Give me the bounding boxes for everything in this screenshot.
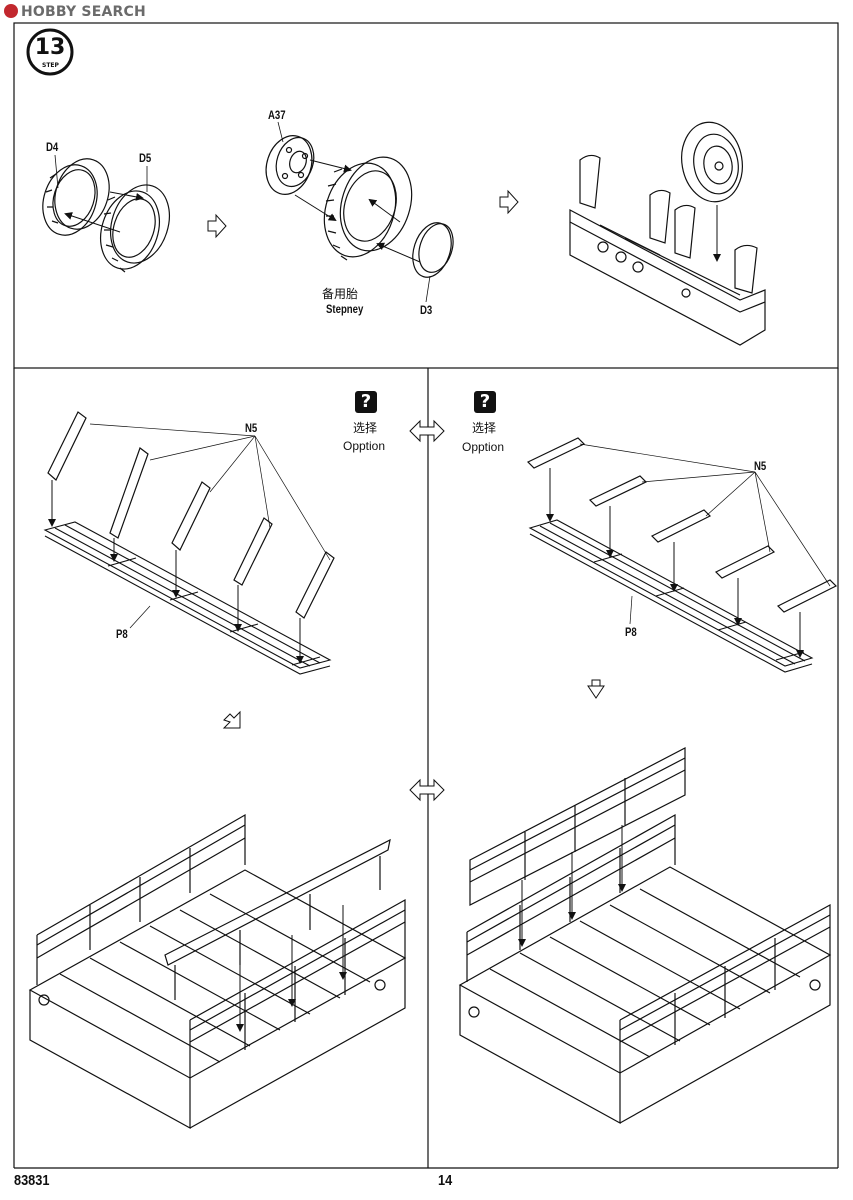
spare-tire	[323, 156, 413, 261]
label-d4: D4	[46, 140, 59, 154]
option-question-icon-2: ?	[474, 391, 496, 413]
tire-d5	[100, 184, 170, 273]
mounted-spare-tire	[681, 121, 743, 203]
label-p8-left: P8	[116, 627, 128, 641]
leader-a37	[277, 121, 284, 143]
rim-d3	[412, 222, 454, 278]
spare-tire-carrier	[569, 154, 766, 346]
option-label-en: Opption	[343, 439, 386, 453]
cargo-bed-option-b	[458, 747, 832, 1125]
hub-a37	[265, 135, 315, 195]
leaders-n5-option-a	[89, 423, 331, 561]
option-question-icon: ?	[355, 391, 377, 413]
install-arrows-bed-a	[236, 905, 347, 1032]
label-p8-right: P8	[625, 625, 637, 639]
bed-p8-option-b	[528, 519, 814, 673]
flow-arrow-down-left	[222, 710, 241, 729]
leader-d4	[54, 154, 59, 189]
hobby-search-watermark: HOBBY SEARCH	[4, 4, 146, 20]
flow-arrow-2	[499, 189, 519, 215]
product-code: 83831	[14, 1172, 50, 1189]
option-swap-arrow-top	[409, 419, 445, 443]
page-number: 14	[438, 1172, 453, 1189]
label-a37: A37	[268, 108, 286, 122]
step-word: STEP	[42, 62, 59, 69]
tire-d4	[42, 158, 110, 236]
step-number: 13	[34, 35, 66, 60]
option-swap-arrow-bottom	[409, 778, 445, 802]
option-label-cn: 选择	[353, 421, 378, 435]
bed-p8-option-a	[43, 521, 332, 675]
label-d5: D5	[139, 151, 152, 165]
watermark-text: HOBBY SEARCH	[21, 4, 146, 20]
option-label-en-2: Opption	[462, 440, 505, 454]
step-badge	[26, 28, 74, 76]
leaders-n5-option-b	[579, 443, 831, 587]
cargo-bed-option-a	[28, 813, 407, 1130]
option-label-cn-2: 选择	[472, 421, 497, 435]
panel-borders	[13, 22, 839, 1169]
rails-n5-option-a	[47, 411, 335, 619]
flow-arrow-1	[207, 213, 227, 239]
flow-arrow-down-right	[587, 679, 605, 699]
hobby-search-logo-icon	[4, 4, 18, 18]
label-stepney-en: Stepney	[326, 302, 364, 316]
place-arrows-option-b	[546, 468, 804, 658]
leader-p8-a	[129, 605, 151, 629]
label-stepney-cn: 备用胎	[322, 287, 359, 301]
label-d3: D3	[420, 303, 433, 317]
place-arrows-option-a	[48, 480, 304, 664]
install-arrows-bed-b	[518, 825, 626, 947]
label-n5-left: N5	[245, 421, 258, 435]
leader-d3	[425, 275, 431, 303]
rails-n5-option-b	[526, 437, 838, 613]
assembly-arrows-spare	[294, 159, 421, 263]
label-n5-right: N5	[754, 459, 767, 473]
assembly-arrows-d	[64, 191, 144, 233]
leader-p8-b	[629, 595, 633, 625]
